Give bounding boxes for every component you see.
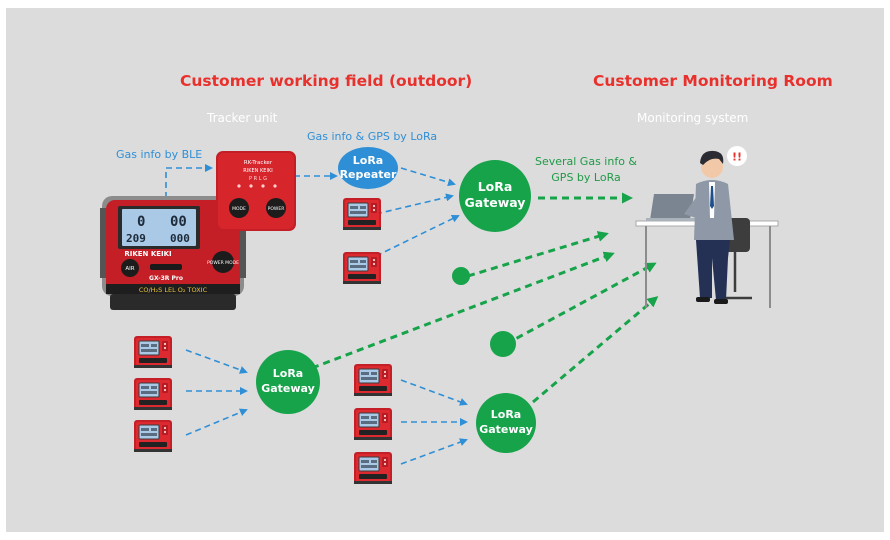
- device-to-gateway-arrow: [400, 379, 468, 406]
- gx-power-button: [212, 251, 234, 273]
- tracker-power-button: [266, 198, 286, 218]
- lora-repeater-node: LoRa Repeater: [338, 147, 398, 189]
- small-gas-detector: [133, 377, 173, 411]
- gateway-label-line1: LoRa: [478, 179, 513, 194]
- monitoring-system-label: Monitoring system: [637, 111, 749, 125]
- gateway-to-monitor-arrow: [532, 296, 659, 404]
- tracker-mode-button: [229, 198, 249, 218]
- repeater-label-line2: Repeater: [340, 168, 397, 181]
- gas-info-gps-lora-label: Gas info & GPS by LoRa: [307, 130, 438, 143]
- gx-reading: 00: [170, 214, 187, 230]
- several-gas-info-label: Several Gas info & GPS by LoRa: [534, 155, 638, 184]
- gx-model: GX-3R Pro: [149, 275, 183, 282]
- gateway-to-monitor-arrow: [311, 251, 615, 370]
- tracker-mode-label: MODE: [232, 206, 246, 212]
- small-gas-detector: [353, 407, 393, 441]
- ble-arrow: [165, 164, 213, 198]
- gx-air-label: AIR: [125, 266, 134, 272]
- tracker-brand: RIKEN KEIKI: [243, 168, 272, 174]
- gx-reading: 0: [137, 214, 145, 230]
- gx-reading: 209: [126, 232, 146, 245]
- gx-air-button: [121, 259, 139, 277]
- device-to-gateway-arrow: [375, 215, 460, 257]
- room-title: Customer Monitoring Room: [593, 72, 833, 90]
- gateway-dot: [452, 267, 470, 285]
- tracker-power-label: POWER: [268, 206, 285, 212]
- gateway-label-line1: LoRa: [273, 367, 303, 380]
- device-to-gateway-arrow: [185, 408, 248, 436]
- alert-text: !!: [732, 151, 742, 164]
- repeater-label-line1: LoRa: [353, 154, 383, 167]
- alert-icon: !!: [727, 146, 747, 166]
- gateway-label-line2: Gateway: [261, 382, 315, 395]
- diagram-graphics: LoRa Repeater LoRa Gateway LoRa Gateway …: [100, 146, 779, 485]
- operator-workstation: [635, 150, 779, 308]
- rk-tracker-device: RK-Tracker RIKEN KEIKI P R L G MODE POWE…: [216, 151, 296, 231]
- gx3r-pro-device: 0 00 209 000 RIKEN KEIKI AIR POWER MODE …: [100, 196, 246, 310]
- gateway-label-line2: Gateway: [479, 423, 533, 436]
- small-gas-detector: [342, 197, 382, 231]
- field-title: Customer working field (outdoor): [180, 72, 473, 90]
- small-gas-detector: [342, 251, 382, 285]
- lora-gateway-left: LoRa Gateway: [256, 350, 320, 414]
- device-to-gateway-arrow: [400, 438, 468, 465]
- gx-sensor-strip: CO/H₂S LEL O₂ TOXIC: [139, 286, 208, 294]
- small-gas-detector: [133, 419, 173, 453]
- gateway-dot: [490, 331, 516, 357]
- gateway-to-monitor-arrow: [505, 262, 657, 346]
- gx-power-label: POWER MODE: [207, 260, 239, 266]
- tracker-leds: P R L G: [249, 176, 267, 182]
- tracker-unit-label: Tracker unit: [207, 111, 278, 125]
- small-gas-detector: [353, 363, 393, 397]
- small-gas-detector: [353, 451, 393, 485]
- lora-gateway-top: LoRa Gateway: [459, 160, 531, 232]
- gx-reading: 000: [170, 232, 190, 245]
- gateway-label-line1: LoRa: [491, 408, 521, 421]
- small-gas-detector: [133, 335, 173, 369]
- repeater-to-gateway-arrow: [400, 167, 456, 187]
- lora-gateway-bottom: LoRa Gateway: [476, 393, 536, 453]
- gx-brand: RIKEN KEIKI: [124, 250, 171, 258]
- gateway-to-monitor-arrow: [467, 231, 609, 278]
- diagram-canvas: Customer working field (outdoor) Custome…: [6, 8, 884, 532]
- tracker-title: RK-Tracker: [244, 160, 273, 166]
- gateway-label-line2: Gateway: [465, 195, 526, 210]
- device-to-gateway-arrow: [185, 349, 248, 374]
- gas-info-ble-label: Gas info by BLE: [116, 148, 203, 161]
- device-to-gateway-arrow: [375, 193, 454, 215]
